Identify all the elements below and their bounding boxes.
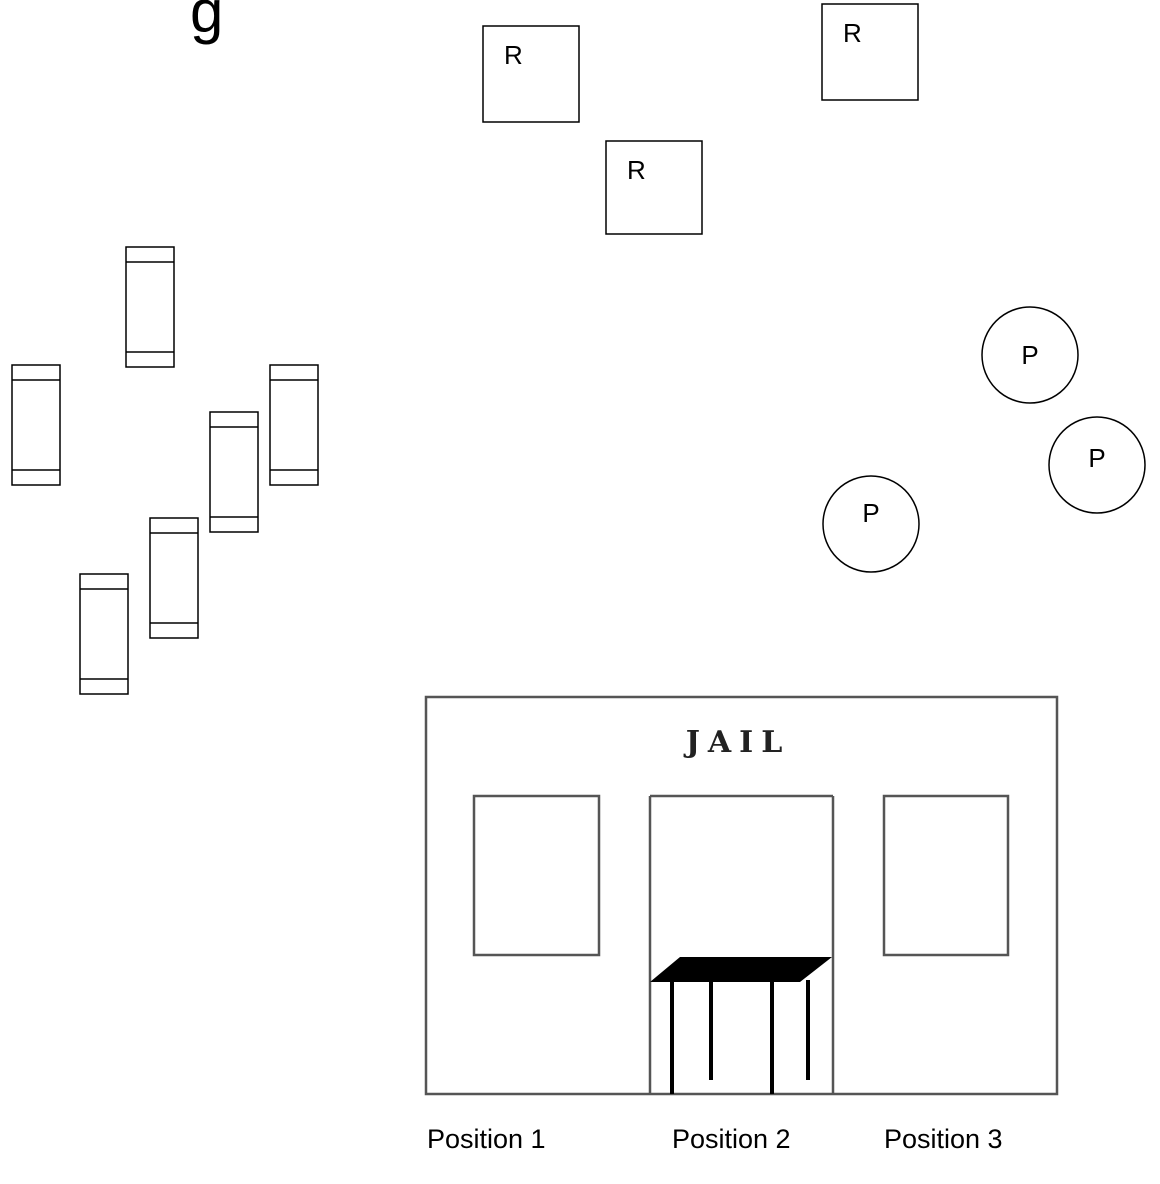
circle-p-1-label: P [1021, 340, 1038, 370]
vehicle-shape-2 [11, 364, 61, 486]
vehicle-shape-6 [79, 573, 129, 695]
square-r-2: R [821, 3, 919, 101]
circle-p-3: P [822, 475, 920, 573]
jail-sign: JAIL [683, 725, 791, 760]
circle-p-2-label: P [1088, 443, 1105, 473]
left-window [472, 794, 601, 957]
jail-building: JAIL [424, 695, 1059, 1096]
circle-p-3-label: P [862, 498, 879, 528]
position-3-label: Position 3 [884, 1124, 1003, 1154]
circle-p-1: P [981, 306, 1079, 404]
vehicle-shape-4 [209, 411, 259, 533]
right-window [882, 794, 1010, 957]
square-r-2-label: R [843, 18, 862, 48]
position-2-label: Position 2 [672, 1124, 791, 1154]
top-text-fragment: g [190, 0, 223, 45]
jail-door [648, 794, 835, 1094]
circle-p-2: P [1048, 416, 1146, 514]
position-1-label: Position 1 [427, 1124, 546, 1154]
vehicle-shape-3 [269, 364, 319, 486]
square-r-3: R [605, 140, 703, 235]
square-r-1-label: R [504, 40, 523, 70]
square-r-1: R [482, 25, 580, 123]
vehicle-shape-5 [149, 517, 199, 639]
vehicle-shape-1 [125, 246, 175, 368]
table-shape [650, 957, 832, 1094]
square-r-3-label: R [627, 155, 646, 185]
